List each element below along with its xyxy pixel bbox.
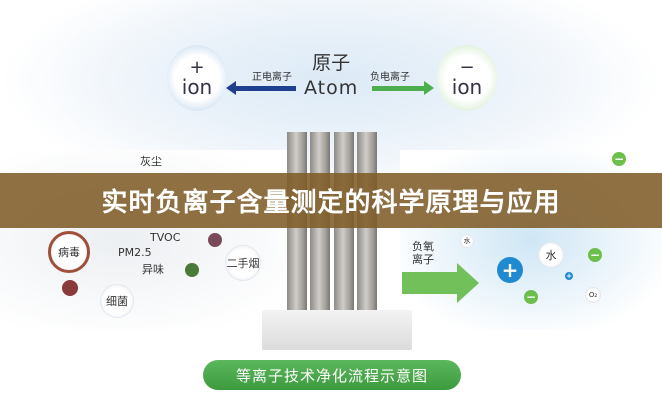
page-title: 实时负离子含量测定的科学原理与应用 bbox=[101, 188, 561, 218]
plus-icon: + bbox=[497, 257, 523, 283]
pollutant-dust: 灰尘 bbox=[140, 155, 162, 168]
pollutant-smoke: 二手烟 bbox=[225, 245, 261, 281]
negative-ion-bubble: − ion bbox=[437, 45, 497, 111]
negative-oxygen-label: 负氧离子 bbox=[412, 240, 434, 266]
germ-icon bbox=[208, 233, 222, 247]
electrode-tube bbox=[287, 132, 307, 332]
positive-ion-bubble: + ion bbox=[167, 45, 227, 111]
atom-label: 原子 Atom bbox=[304, 48, 358, 99]
negative-ion-label: 负电离子 bbox=[370, 72, 410, 83]
process-diagram-button: 等离子技术净化流程示意图 bbox=[203, 360, 461, 390]
pollutant-virus: 病毒 bbox=[48, 231, 90, 273]
germ-icon bbox=[185, 263, 199, 277]
o2-bubble: O₂ bbox=[585, 287, 601, 303]
plus-icon: + bbox=[565, 271, 573, 280]
device-base bbox=[262, 310, 412, 350]
pollutant-odor: 异味 bbox=[142, 263, 164, 276]
minus-icon: − bbox=[524, 290, 538, 304]
flow-arrow-icon bbox=[402, 263, 479, 303]
arrow-right-icon bbox=[372, 81, 434, 95]
pollutant-tvoc: TVOC bbox=[150, 231, 181, 244]
atom-en: Atom bbox=[304, 77, 359, 99]
minus-icon: − bbox=[612, 152, 626, 166]
atom-zh: 原子 bbox=[312, 52, 351, 74]
footer-button-label: 等离子技术净化流程示意图 bbox=[235, 366, 428, 385]
electrode-tube bbox=[357, 132, 377, 332]
electrode-tube bbox=[310, 132, 330, 332]
minus-icon: − bbox=[588, 248, 602, 262]
arrow-left-icon bbox=[226, 81, 296, 95]
minus-sign: − bbox=[459, 57, 475, 78]
water-bubble: 水 bbox=[538, 242, 564, 268]
positive-ion-label: 正电离子 bbox=[252, 72, 292, 83]
pollutant-pm25: PM2.5 bbox=[118, 246, 152, 259]
plus-sign: + bbox=[189, 57, 205, 78]
pollutant-bacteria: 细菌 bbox=[100, 284, 134, 318]
virus-icon bbox=[62, 280, 78, 296]
electrode-tube bbox=[334, 132, 354, 332]
ion-label: ion bbox=[181, 75, 213, 99]
title-banner: 实时负离子含量测定的科学原理与应用 bbox=[0, 173, 662, 228]
water-bubble-small: 水 bbox=[460, 234, 474, 248]
ion-label: ion bbox=[451, 75, 483, 99]
